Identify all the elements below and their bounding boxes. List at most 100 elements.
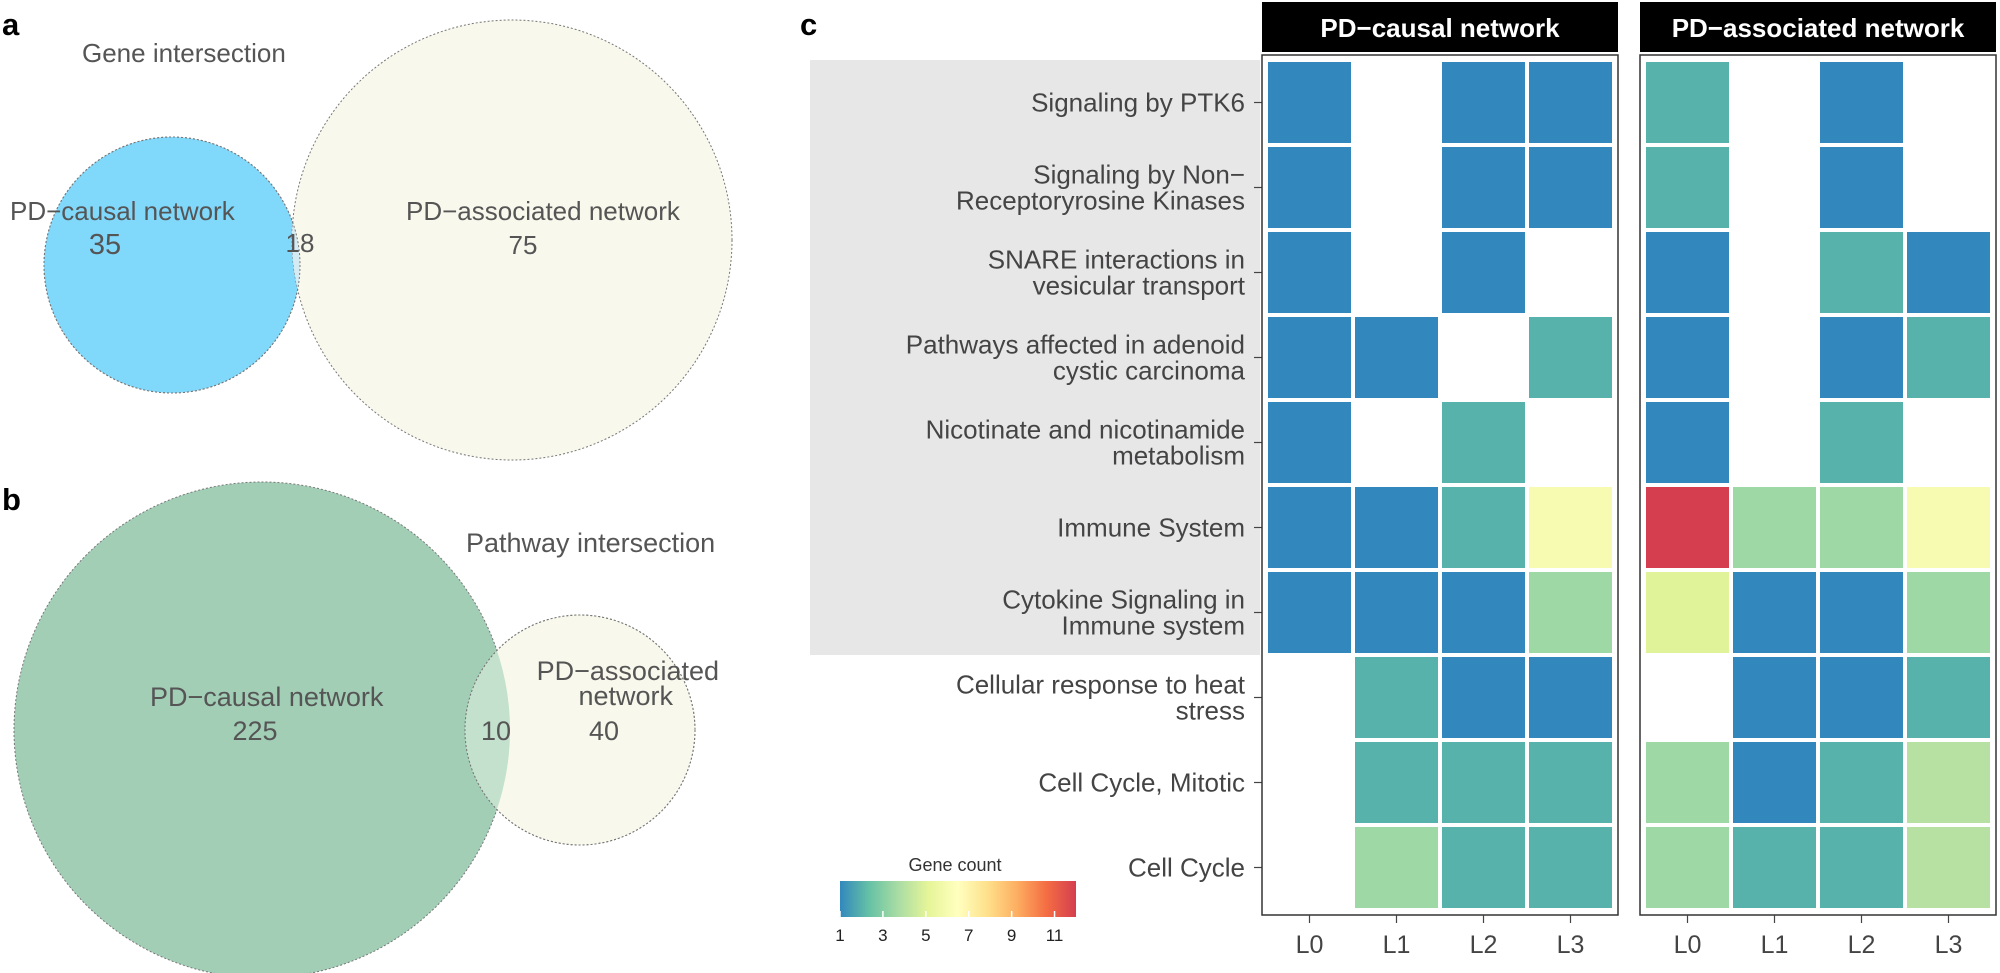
heatmap-cell (1529, 487, 1612, 568)
colorbar-tick-label: 5 (921, 926, 930, 945)
heatmap-cell (1820, 317, 1903, 398)
heatmap-cell (1268, 232, 1351, 313)
heatmap-cell (1268, 147, 1351, 228)
heatmap-cell (1646, 487, 1729, 568)
heatmap-cell (1442, 147, 1525, 228)
heatmap-cell (1733, 742, 1816, 823)
heatmap-cell (1355, 742, 1438, 823)
venn-b-set2-label-line2: network (578, 681, 673, 711)
heatmap-cell (1442, 62, 1525, 143)
heatmap-cell (1733, 572, 1816, 653)
heatmap-cell (1907, 487, 1990, 568)
row-label: Immune system (1062, 611, 1246, 641)
row-label: SNARE interactions in (988, 245, 1245, 275)
heatmap-cell (1820, 147, 1903, 228)
heatmap-cell (1268, 62, 1351, 143)
heatmap-cell (1907, 572, 1990, 653)
heatmap-cell (1820, 827, 1903, 908)
facet-title: PD−causal network (1320, 13, 1560, 43)
x-tick-label: L2 (1470, 931, 1498, 959)
heatmap-cell (1529, 147, 1612, 228)
venn-a-set1-label: PD−causal network (10, 196, 236, 226)
heatmap-cell (1820, 62, 1903, 143)
x-tick-label: L3 (1557, 931, 1585, 959)
heatmap-cell (1646, 317, 1729, 398)
row-label: stress (1176, 696, 1245, 726)
heatmap-cell (1907, 827, 1990, 908)
x-tick-label: L1 (1383, 931, 1411, 959)
panel-label-a: a (2, 7, 20, 42)
panel-label-c: c (800, 7, 817, 42)
facet-header (1640, 2, 1996, 52)
heatmap-cell (1442, 657, 1525, 738)
venn-b-set1-label: PD−causal network (150, 682, 384, 712)
row-label: Signaling by Non− (1033, 160, 1245, 190)
heatmap-cell (1355, 572, 1438, 653)
heatmap-cell (1646, 147, 1729, 228)
heatmap-cell (1907, 657, 1990, 738)
venn-a-set2-count: 75 (509, 230, 538, 260)
heatmap-cell (1529, 742, 1612, 823)
heatmap-cell (1442, 402, 1525, 483)
heatmap-cell (1733, 827, 1816, 908)
x-tick-label: L0 (1674, 931, 1702, 959)
heatmap-cell (1268, 402, 1351, 483)
facet-title: PD−associated network (1672, 13, 1965, 43)
heatmap-cell (1442, 487, 1525, 568)
row-label: Signaling by PTK6 (1031, 88, 1245, 118)
colorbar-tick-label: 11 (1046, 926, 1064, 945)
heatmap-cell (1646, 232, 1729, 313)
venn-a-intersection-count: 18 (286, 228, 315, 258)
venn-b-set2-label-line1: PD−associated (537, 656, 719, 686)
row-label: Immune System (1057, 513, 1245, 543)
heatmap-cell (1733, 657, 1816, 738)
facet-header (1262, 2, 1618, 52)
heatmap-cell (1733, 487, 1816, 568)
heatmap-cell (1646, 572, 1729, 653)
heatmap-cell (1646, 827, 1729, 908)
venn-a-set2-label: PD−associated network (406, 196, 681, 226)
heatmap-cell (1907, 232, 1990, 313)
venn-a-causal-circle (43, 136, 301, 394)
heatmap-cell (1355, 317, 1438, 398)
colorbar-gradient (840, 881, 1076, 917)
heatmap-cell (1529, 827, 1612, 908)
heatmap-cell (1820, 657, 1903, 738)
heatmap-cell (1820, 487, 1903, 568)
heatmap-cell (1442, 572, 1525, 653)
venn-a-set1-count: 35 (89, 229, 121, 261)
heatmap-cell (1268, 317, 1351, 398)
heatmap-cell (1820, 232, 1903, 313)
heatmap-cell (1529, 572, 1612, 653)
row-label: cystic carcinoma (1053, 356, 1246, 386)
row-label: Cell Cycle (1128, 853, 1245, 883)
heatmap-cell (1907, 317, 1990, 398)
heatmap-cell (1355, 827, 1438, 908)
colorbar-title: Gene count (908, 855, 1001, 875)
venn-b-set2-count: 40 (589, 716, 619, 746)
heatmap-cell (1442, 742, 1525, 823)
row-label: Receptoryrosine Kinases (956, 186, 1245, 216)
x-tick-label: L3 (1935, 931, 1963, 959)
highlight-band (810, 60, 1260, 655)
heatmap-cell (1268, 487, 1351, 568)
venn-b-intersection-count: 10 (481, 716, 511, 746)
row-label: Cytokine Signaling in (1002, 585, 1245, 615)
row-label: metabolism (1112, 441, 1245, 471)
heatmap-cell (1529, 317, 1612, 398)
venn-pathway-intersection: Pathway intersection PD−causal network 2… (13, 481, 719, 973)
heatmap-cell (1907, 742, 1990, 823)
heatmap-cell (1820, 742, 1903, 823)
venn-a-title: Gene intersection (82, 38, 286, 68)
venn-gene-intersection: Gene intersection PD−causal network 35 P… (10, 19, 733, 461)
row-label: Nicotinate and nicotinamide (926, 415, 1245, 445)
heatmap-cell (1529, 657, 1612, 738)
heatmap-cell (1646, 62, 1729, 143)
